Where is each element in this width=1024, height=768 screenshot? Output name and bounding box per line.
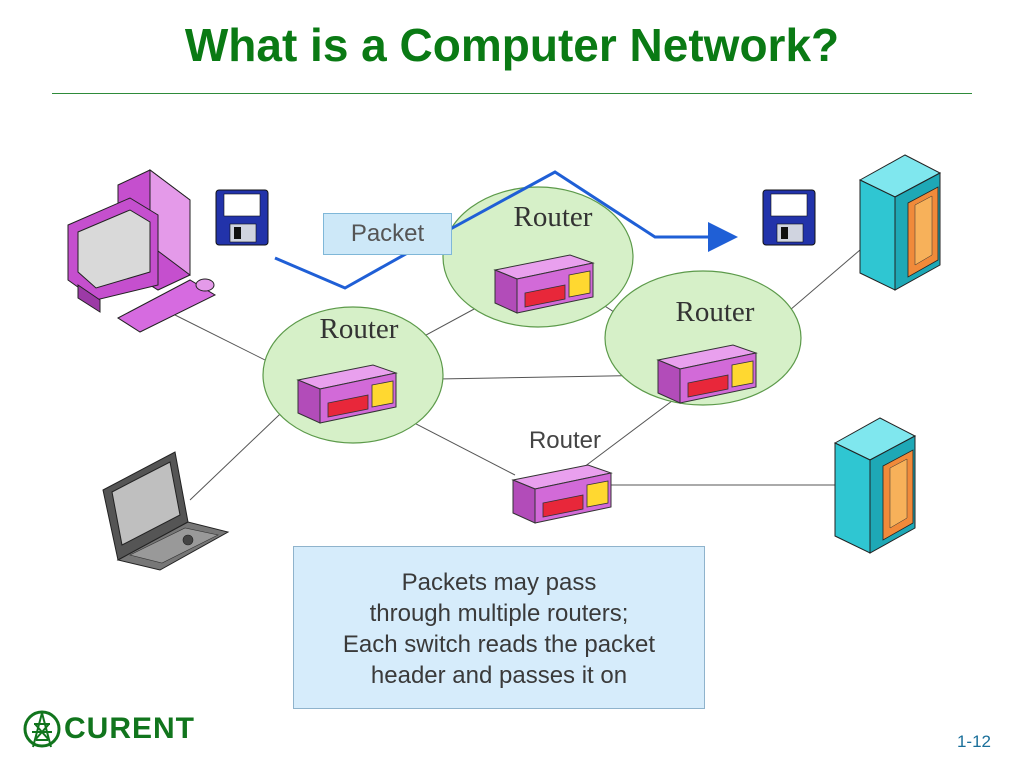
router-icon <box>511 464 613 524</box>
server-icon <box>833 417 917 554</box>
explanation-note: Packets may pass through multiple router… <box>293 546 705 709</box>
slide-title: What is a Computer Network? <box>184 19 840 71</box>
router-label-left: Router <box>320 313 399 345</box>
floppy-disk-icon <box>215 189 269 246</box>
router-icon <box>296 364 398 424</box>
router-icon <box>493 254 595 314</box>
floppy-disk-icon <box>762 189 816 246</box>
curent-logo: CURENT <box>22 706 195 752</box>
page-number: 1-12 <box>956 732 991 751</box>
note-line: header and passes it on <box>370 662 628 689</box>
server-icon <box>858 154 942 291</box>
logo-wordmark: CURENT <box>64 712 195 745</box>
title-divider <box>52 93 972 94</box>
note-line: through multiple routers; <box>369 600 629 627</box>
link-router-bottom-router-right <box>579 394 681 471</box>
router-label-right: Router <box>676 296 755 328</box>
desktop-computer-icon <box>67 169 217 333</box>
packet-label: Packet <box>323 213 452 255</box>
note-line: Each switch reads the packet <box>342 631 656 658</box>
router-icon <box>656 344 758 404</box>
note-line: Packets may pass <box>401 569 597 596</box>
router-label-bottom: Router <box>529 427 601 454</box>
transmission-tower-icon <box>23 710 61 748</box>
laptop-icon <box>102 451 230 571</box>
router-label-top: Router <box>514 201 593 233</box>
packet-path-arrow <box>274 170 738 290</box>
